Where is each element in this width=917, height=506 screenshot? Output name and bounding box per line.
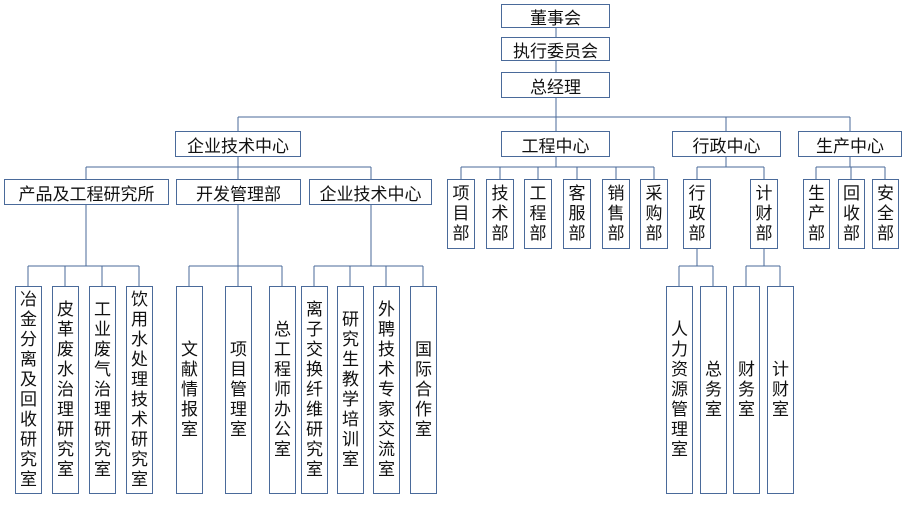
tech-center-sub-box: 企业技术中心 <box>309 179 432 205</box>
office-finance: 财务室 <box>733 286 760 494</box>
production-center-box: 生产中心 <box>798 131 902 157</box>
office-leather-wastewater: 皮革废水治理研究室 <box>52 286 79 494</box>
office-general-affairs: 总务室 <box>700 286 727 494</box>
office-international: 国际合作室 <box>410 286 437 494</box>
office-metallurgy: 冶金分离及回收研究室 <box>15 286 42 494</box>
eng-dept-engineering: 工程部 <box>524 179 552 249</box>
office-literature: 文献情报室 <box>176 286 203 494</box>
office-project-mgmt: 项目管理室 <box>225 286 252 494</box>
prod-dept-recycling: 回收部 <box>838 179 865 249</box>
office-drinking-water: 饮用水处理技术研究室 <box>126 286 153 494</box>
admin-dept-administration: 行政部 <box>683 179 711 249</box>
board-box: 董事会 <box>501 4 610 29</box>
eng-dept-customer-service: 客服部 <box>563 179 591 249</box>
admin-dept-finance-planning: 计财部 <box>750 179 778 249</box>
prod-dept-safety: 安全部 <box>872 179 899 249</box>
office-external-experts: 外聘技术专家交流室 <box>373 286 400 494</box>
admin-center-box: 行政中心 <box>672 131 781 157</box>
prod-dept-production: 生产部 <box>803 179 830 249</box>
engineering-center-box: 工程中心 <box>501 131 610 157</box>
products-institute-box: 产品及工程研究所 <box>4 179 169 205</box>
dev-management-box: 开发管理部 <box>176 179 301 205</box>
eng-dept-technical: 技术部 <box>486 179 514 249</box>
eng-dept-procurement: 采购部 <box>640 179 668 249</box>
eng-dept-sales: 销售部 <box>602 179 630 249</box>
exec-committee-box: 执行委员会 <box>501 37 610 62</box>
tech-center-box: 企业技术中心 <box>175 131 301 157</box>
office-human-resources: 人力资源管理室 <box>666 286 693 494</box>
eng-dept-project: 项目部 <box>447 179 475 249</box>
office-graduate-training: 研究生教学培训室 <box>337 286 364 494</box>
general-manager-box: 总经理 <box>501 72 610 98</box>
office-chief-engineer: 总工程师办公室 <box>269 286 296 494</box>
office-industrial-gas: 工业废气治理研究室 <box>89 286 116 494</box>
office-accounting: 计财室 <box>767 286 794 494</box>
office-ion-exchange: 离子交换纤维研究室 <box>301 286 328 494</box>
